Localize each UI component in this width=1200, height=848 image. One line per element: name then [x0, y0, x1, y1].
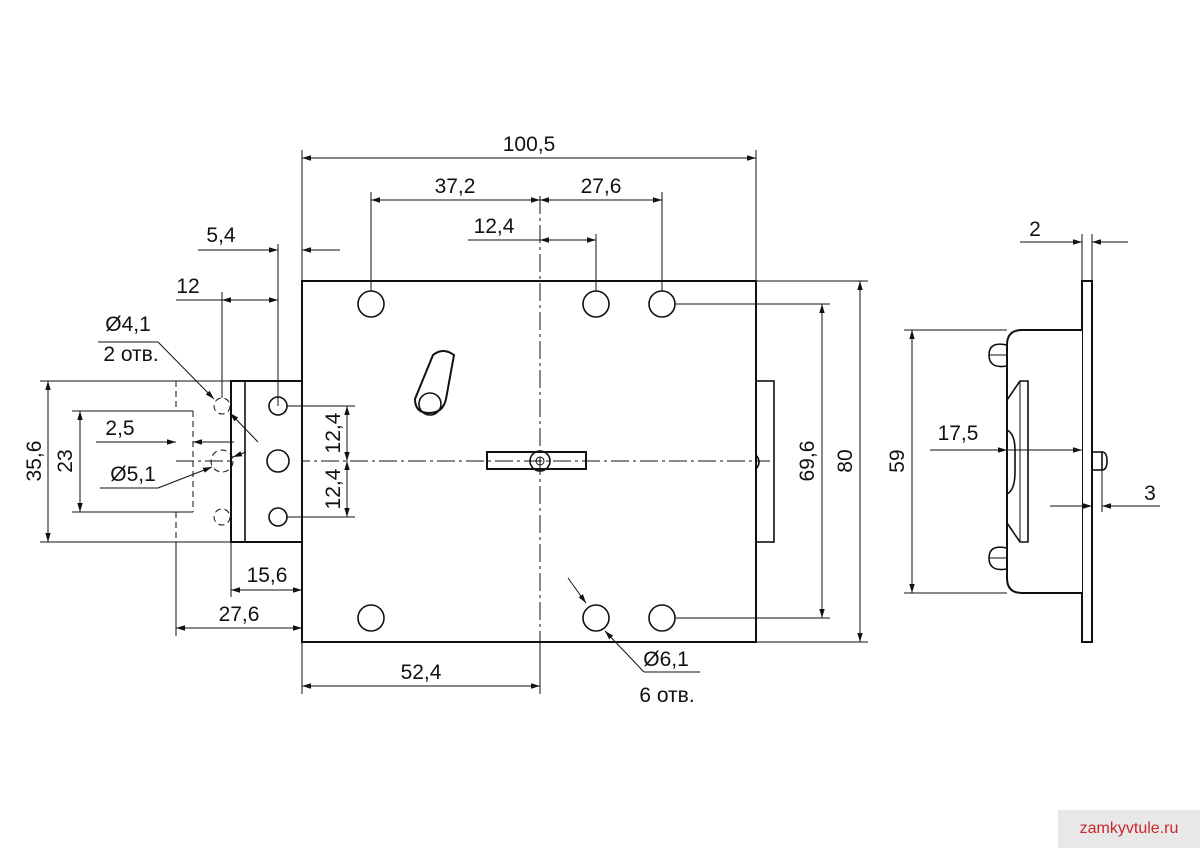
dim-key-offset: 12,4 [474, 215, 515, 238]
dim-strike-width: 12 [176, 275, 199, 298]
side-view [988, 280, 1108, 643]
mount-hole [648, 604, 676, 632]
dim-hole-pitch-right: 27,6 [581, 175, 622, 198]
dim-hole-pitch-left: 37,2 [435, 175, 476, 198]
label-small-hole-dia: Ø4,1 [105, 313, 151, 336]
mount-hole [582, 604, 610, 632]
dim-side-depth: 17,5 [938, 422, 979, 445]
label-strike-hole-dia: Ø5,1 [110, 463, 156, 486]
mount-hole [357, 604, 385, 632]
dim-faceplate-offset: 5,4 [206, 224, 236, 247]
dim-bolt-pitch-lower: 12,4 [322, 468, 345, 509]
dim-bolt-pitch-upper: 12,4 [322, 412, 345, 453]
dim-strike-hole-span: 23 [54, 449, 77, 472]
dim-strike-total-height: 35,6 [23, 441, 46, 482]
dim-key-center: 52,4 [401, 661, 442, 684]
dim-bolt-projection: 3 [1144, 482, 1156, 505]
dim-mount-hole-span: 69,6 [796, 441, 819, 482]
label-mount-hole-dia: Ø6,1 [643, 648, 689, 671]
dim-side-height: 59 [886, 449, 909, 472]
dim-bolt-offset: 15,6 [247, 564, 288, 587]
slot-pin [413, 350, 456, 416]
dim-side-plate-thickness: 2 [1029, 218, 1041, 241]
dim-overall-height: 80 [834, 449, 857, 472]
label-mount-hole-count: 6 отв. [639, 684, 694, 707]
watermark: zamkyvtule.ru [1058, 810, 1200, 848]
dim-slot-width: 2,5 [105, 417, 134, 440]
dim-overall-width: 100,5 [503, 133, 556, 156]
strike-plate [175, 380, 303, 543]
label-small-hole-count: 2 отв. [103, 343, 158, 366]
dim-strike-depth: 27,6 [219, 603, 260, 626]
